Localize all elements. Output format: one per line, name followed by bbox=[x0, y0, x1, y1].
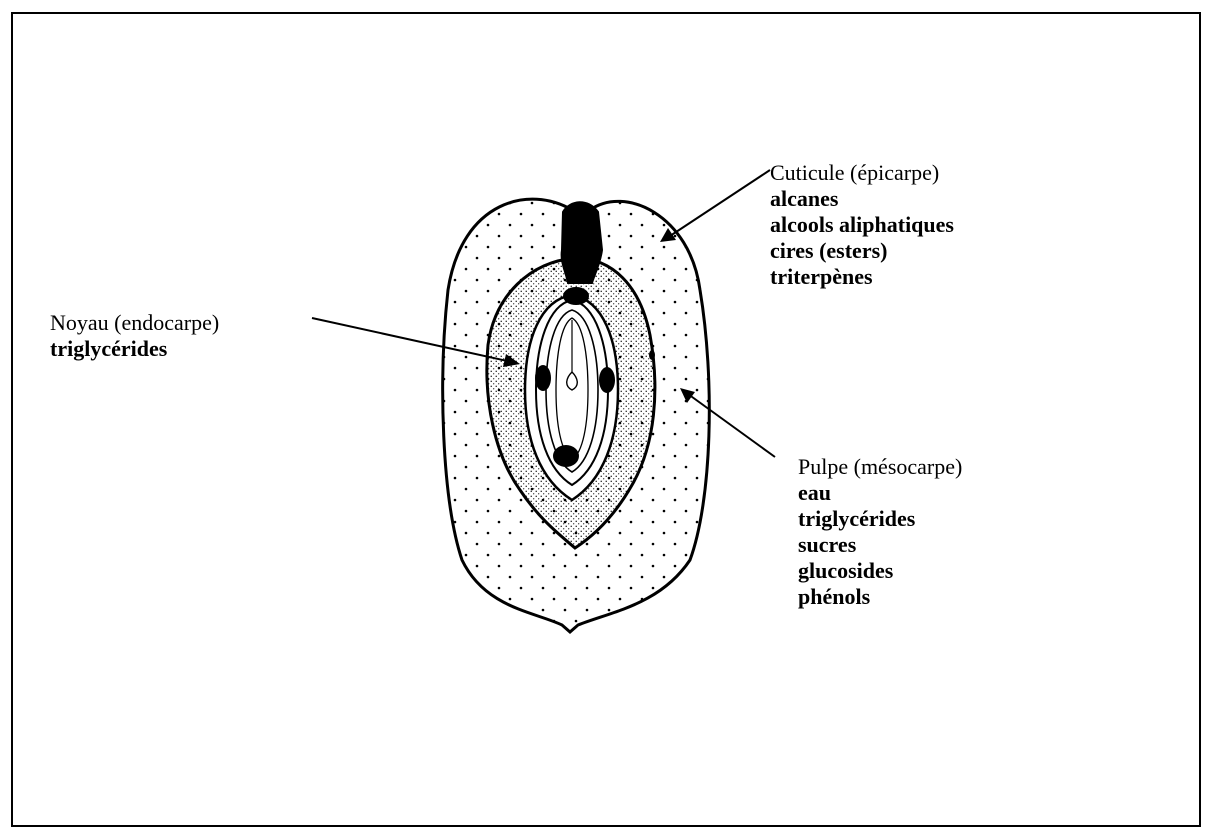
cuticule-item: cires (esters) bbox=[770, 238, 954, 264]
stone-spot-top bbox=[563, 287, 589, 305]
pulpe-item: phénols bbox=[798, 584, 962, 610]
pulpe-item: eau bbox=[798, 480, 962, 506]
cuticule-item: triterpènes bbox=[770, 264, 954, 290]
pulpe-heading: Pulpe (mésocarpe) bbox=[798, 454, 962, 480]
stone-spot-bottom bbox=[553, 445, 579, 467]
pulpe-item: glucosides bbox=[798, 558, 962, 584]
cuticule-item: alcanes bbox=[770, 186, 954, 212]
noyau-item: triglycérides bbox=[50, 336, 219, 362]
pulpe-item: sucres bbox=[798, 532, 962, 558]
label-noyau: Noyau (endocarpe) triglycérides bbox=[50, 310, 219, 362]
pulpe-item: triglycérides bbox=[798, 506, 962, 532]
arrow-cuticule bbox=[660, 170, 770, 242]
stone-spot-edge bbox=[649, 350, 655, 360]
stone-spot-left bbox=[535, 365, 551, 391]
cuticule-item: alcools aliphatiques bbox=[770, 212, 954, 238]
label-cuticule: Cuticule (épicarpe) alcanes alcools alip… bbox=[770, 160, 954, 298]
cuticule-truncated-line: . . . . . bbox=[770, 290, 954, 298]
stone-spot-right bbox=[599, 367, 615, 393]
cuticule-heading: Cuticule (épicarpe) bbox=[770, 160, 954, 186]
label-pulpe: Pulpe (mésocarpe) eau triglycérides sucr… bbox=[798, 454, 962, 610]
noyau-heading: Noyau (endocarpe) bbox=[50, 310, 219, 336]
